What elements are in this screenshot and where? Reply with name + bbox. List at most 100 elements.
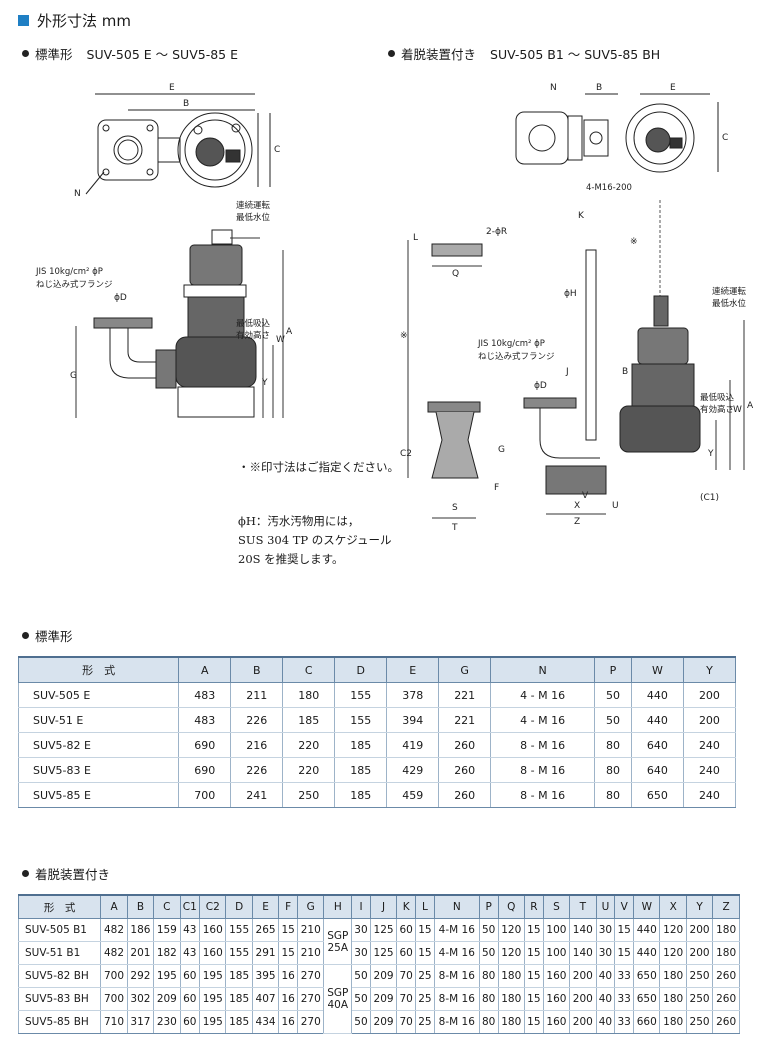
table-cell: 200 (569, 987, 597, 1011)
table-cell: 33 (614, 964, 635, 988)
table-cell: 16 (278, 1010, 299, 1034)
std-side-view (93, 229, 257, 418)
table-cell: 200 (682, 707, 737, 733)
table-cell: 160 (199, 918, 227, 942)
table-cell: 440 (633, 918, 661, 942)
table-cell: 155 (334, 707, 388, 733)
table-cell: 216 (230, 732, 284, 758)
table-cell: 209 (153, 987, 181, 1011)
table-cell: SUV-51 E (17, 707, 180, 733)
table-cell: 4-M 16 (433, 941, 480, 965)
det-dim-b2: B (622, 367, 628, 377)
column-header: W (630, 656, 684, 683)
table-cell: 80 (478, 987, 499, 1011)
table-cell: 209 (369, 964, 398, 988)
table-cell: 700 (100, 964, 128, 988)
table-cell: 459 (386, 782, 440, 808)
det-dim-b: B (596, 83, 602, 93)
table-cell: 180 (712, 918, 740, 942)
table-cell: 394 (386, 707, 440, 733)
table-cell: 482 (100, 941, 128, 965)
table-cell: 8 - M 16 (490, 757, 596, 783)
det-dim-c2: C2 (400, 449, 412, 459)
table-cell: 15 (523, 987, 544, 1011)
table-cell: 660 (633, 1010, 661, 1034)
column-header: D (334, 656, 388, 683)
dim-e: E (169, 83, 175, 93)
column-header: A (178, 656, 232, 683)
det-dim-e: E (670, 83, 676, 93)
dim-b: B (183, 99, 189, 109)
table-cell: 210 (297, 918, 325, 942)
table-cell: 210 (297, 941, 325, 965)
std-models: SUV-505 E ～ SUV5-85 E (86, 47, 238, 62)
table-cell: 185 (334, 757, 388, 783)
cont-label-1: 連続運転 (236, 200, 271, 211)
table-cell: 180 (712, 941, 740, 965)
table-cell: 60 (179, 987, 201, 1011)
column-header: N (490, 656, 596, 683)
table-cell: 15 (523, 918, 544, 942)
column-header: Y (682, 656, 737, 683)
table-cell: 195 (199, 987, 227, 1011)
table-cell: 120 (497, 918, 525, 942)
table-cell: 419 (386, 732, 440, 758)
table-cell: 43 (179, 941, 201, 965)
column-header: A (100, 894, 128, 919)
table-cell: 200 (569, 964, 597, 988)
column-header: T (569, 894, 597, 919)
table-cell: 8-M 16 (433, 964, 480, 988)
column-header: U (595, 894, 616, 919)
table-cell: 200 (682, 682, 737, 708)
dim-n: N (74, 189, 81, 199)
table-cell: 50 (351, 987, 371, 1011)
det-jis-2: ねじ込み式フランジ (478, 351, 555, 362)
table-cell: 70 (396, 1010, 417, 1034)
table-cell: 180 (282, 682, 336, 708)
table-cell: 250 (685, 1010, 714, 1034)
det-dim-u: U (612, 501, 619, 511)
det-dim-g: G (498, 445, 505, 455)
dim-y: Y (261, 378, 268, 388)
note-printed: ・※印寸法はご指定ください。 (238, 460, 399, 474)
table-cell: 690 (178, 732, 232, 758)
table-cell: 4 - M 16 (490, 682, 596, 708)
table-cell: 25 (415, 987, 435, 1011)
column-header: W (633, 894, 661, 919)
dimension-drawing: E B C N ϕD JIS 10kg/cm² ϕP ねじ込み式フランジ 連続運… (35, 83, 754, 533)
table-cell: 8-M 16 (433, 1010, 480, 1034)
table-cell: 15 (415, 941, 435, 965)
table-cell: 80 (478, 1010, 499, 1034)
table-cell: 200 (685, 918, 714, 942)
note-h1: ϕH：汚水汚物用には， (238, 514, 360, 528)
column-header: P (594, 656, 632, 683)
table-cell: 221 (438, 682, 492, 708)
table-cell: 395 (251, 964, 280, 988)
table-cell: 15 (523, 964, 544, 988)
std-heading: 標準形 (35, 47, 73, 62)
table-cell: 100 (542, 918, 571, 942)
table-cell: 185 (225, 1010, 253, 1034)
table-cell: 250 (685, 964, 714, 988)
column-header: C2 (199, 894, 227, 919)
table-cell: SUV5-82 E (17, 732, 180, 758)
table-cell: 16 (278, 964, 299, 988)
table-cell: 120 (659, 941, 687, 965)
table-cell: 185 (225, 964, 253, 988)
det-heading: 着脱装置付き (401, 47, 477, 62)
table-cell: 160 (542, 987, 571, 1011)
table-cell: SUV-505 E (17, 682, 180, 708)
table-cell: 60 (179, 964, 201, 988)
table-cell: 302 (126, 987, 155, 1011)
table-cell: 160 (199, 941, 227, 965)
table-cell: 182 (153, 941, 181, 965)
table-cell: SUV5-85 E (17, 782, 180, 808)
table-cell: 260 (438, 757, 492, 783)
column-header: C1 (179, 894, 201, 919)
table-cell: 260 (438, 732, 492, 758)
